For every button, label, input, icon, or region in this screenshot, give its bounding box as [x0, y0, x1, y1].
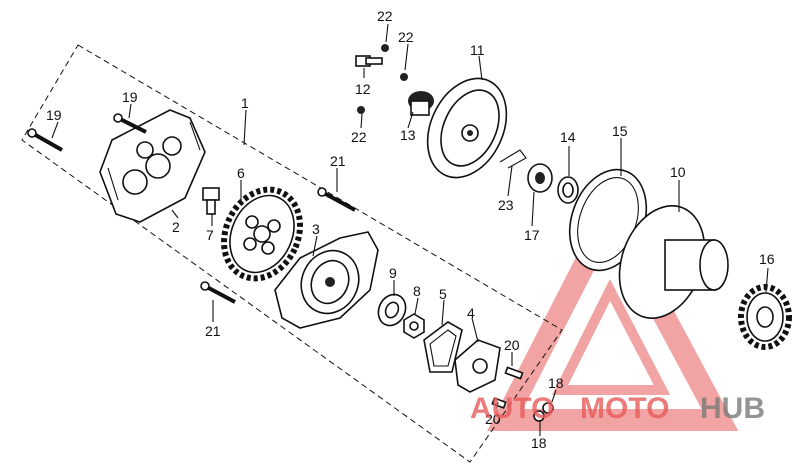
label-20b: 20 [485, 411, 501, 427]
watermark-hub: HUB [700, 392, 765, 425]
label-16: 16 [759, 251, 775, 267]
group-outline [21, 44, 563, 463]
part-21-bolt [200, 187, 356, 304]
label-7: 7 [206, 227, 214, 243]
label-15: 15 [612, 123, 628, 139]
label-5: 5 [439, 286, 447, 302]
label-2: 2 [172, 219, 180, 235]
part-11-clutch-outer [426, 77, 508, 179]
part-4-plate [454, 339, 501, 393]
part-5-gasket [423, 321, 463, 373]
part-23-clip [499, 149, 527, 169]
part-9-bearing [377, 293, 407, 327]
label-10: 10 [670, 164, 686, 180]
part-7-bolt [202, 187, 220, 215]
leader-lines [51, 23, 769, 436]
label-21a: 21 [330, 153, 346, 169]
label-14: 14 [560, 129, 576, 145]
part-12-bolt [355, 55, 383, 67]
label-4: 4 [467, 305, 475, 321]
watermark-moto: MOTO [580, 392, 669, 425]
label-22b: 22 [398, 29, 414, 45]
label-18a: 18 [548, 375, 564, 391]
watermark-auto: AUTO [470, 392, 554, 425]
label-21b: 21 [205, 323, 221, 339]
label-18b: 18 [531, 435, 547, 451]
part-13-gear [408, 91, 434, 116]
label-1: 1 [241, 95, 249, 111]
part-3-housing [274, 231, 379, 329]
label-12: 12 [355, 81, 371, 97]
callout-labels: 1 2 3 4 5 6 7 8 9 10 11 12 13 14 15 16 1… [46, 8, 775, 451]
part-6-sprocket [221, 186, 303, 282]
part-22-washer [357, 44, 408, 114]
label-19b: 19 [122, 89, 138, 105]
part-17-roller [527, 163, 553, 193]
label-17: 17 [524, 227, 540, 243]
watermark-logo [487, 191, 739, 431]
part-8-nut [403, 313, 425, 339]
label-23: 23 [498, 197, 514, 213]
watermark-text: AUTO MOTO HUB [470, 392, 765, 425]
part-19-bolt [27, 113, 147, 152]
label-8: 8 [413, 283, 421, 299]
label-19a: 19 [46, 107, 62, 123]
part-2-cover [99, 109, 206, 223]
part-10-hub [618, 205, 729, 319]
label-20a: 20 [504, 337, 520, 353]
part-20-screw [491, 366, 524, 409]
label-3: 3 [312, 221, 320, 237]
part-14-washer [557, 176, 579, 204]
part-16-gear [738, 284, 792, 350]
label-6: 6 [237, 165, 245, 181]
label-11: 11 [470, 42, 485, 58]
label-22c: 22 [351, 129, 367, 145]
label-22a: 22 [377, 8, 393, 24]
label-13: 13 [400, 127, 416, 143]
part-18-oring [533, 402, 554, 422]
label-9: 9 [389, 265, 397, 281]
